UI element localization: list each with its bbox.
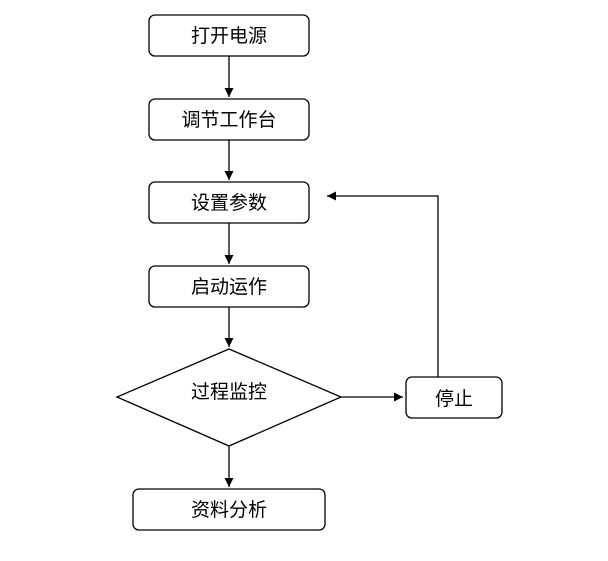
node-data-analysis-label: 资料分析	[191, 499, 267, 521]
node-stop-box	[405, 376, 503, 419]
node-adjust-table-label: 调节工作台	[181, 109, 276, 131]
node-adjust-table: 调节工作台	[148, 98, 310, 141]
node-start-run: 启动运作	[148, 265, 310, 308]
node-data-analysis: 资料分析	[132, 488, 326, 531]
node-set-params: 设置参数	[148, 181, 310, 224]
node-process-monitor: 过程监控	[115, 348, 343, 447]
node-start-run-label: 启动运作	[191, 276, 267, 298]
node-data-analysis-box	[132, 488, 326, 531]
node-process-monitor-label: 过程监控	[191, 381, 267, 403]
node-power-on-label: 打开电源	[191, 25, 267, 47]
node-power-on: 打开电源	[148, 14, 310, 57]
node-set-params-label: 设置参数	[191, 192, 267, 214]
edge-stop-to-set-params	[327, 191, 439, 377]
node-stop-label: 停止	[435, 388, 473, 410]
node-stop: 停止	[405, 376, 503, 419]
